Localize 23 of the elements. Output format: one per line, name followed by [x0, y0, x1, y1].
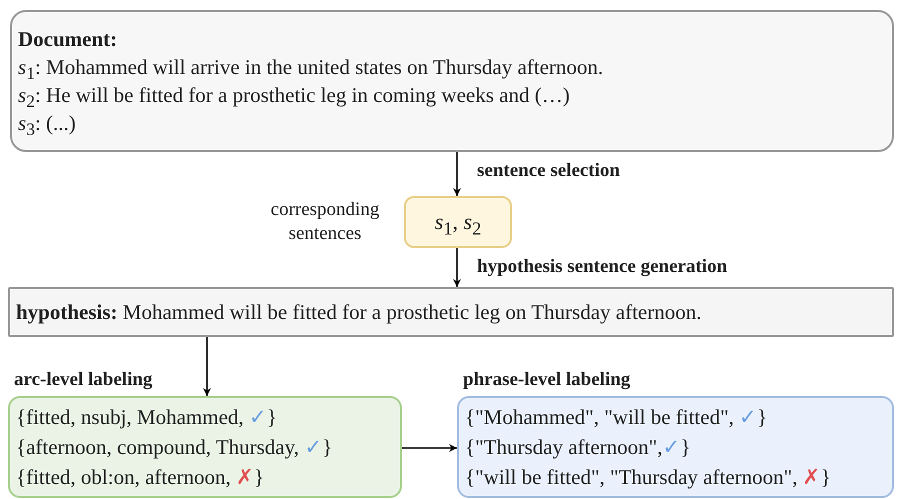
label-tuple: {"will be fitted", "Thursday afternoon", ✗}	[465, 464, 831, 491]
edge-label: sentence selection	[477, 160, 620, 182]
hypothesis-text: hypothesis: Mohammed will be fitted for a prosthetic leg on Thursday afternoon.	[16, 299, 702, 326]
label-tuple: {fitted, obl:on, afternoon, ✗}	[16, 464, 264, 491]
label-tuple: {"Mohammed", "will be fitted", ✓}	[465, 404, 768, 431]
node-label: corresponding sentences	[270, 198, 380, 246]
label-tuple: {afternoon, compound, Thursday, ✓}	[16, 434, 332, 461]
heading: Document:	[18, 26, 118, 53]
arrow	[453, 152, 461, 196]
phrase-label-box	[457, 396, 894, 498]
sentence-ids: s$_{1}$, s$_{2}$	[434, 208, 482, 240]
edge-label: hypothesis sentence generation	[477, 256, 728, 278]
arc-label-box	[8, 396, 402, 498]
document-box	[10, 10, 894, 152]
label-tuple: {fitted, nsubj, Mohammed, ✓}	[16, 404, 277, 431]
arrow	[453, 248, 461, 287]
section-heading: phrase-level labeling	[463, 368, 630, 392]
sentence-box	[404, 196, 512, 248]
section-heading: arc-level labeling	[14, 368, 152, 392]
arrow	[402, 444, 457, 452]
arrow	[203, 337, 211, 396]
hypothesis-box	[8, 287, 894, 337]
label-tuple: {"Thursday afternoon",✓}	[465, 434, 691, 461]
